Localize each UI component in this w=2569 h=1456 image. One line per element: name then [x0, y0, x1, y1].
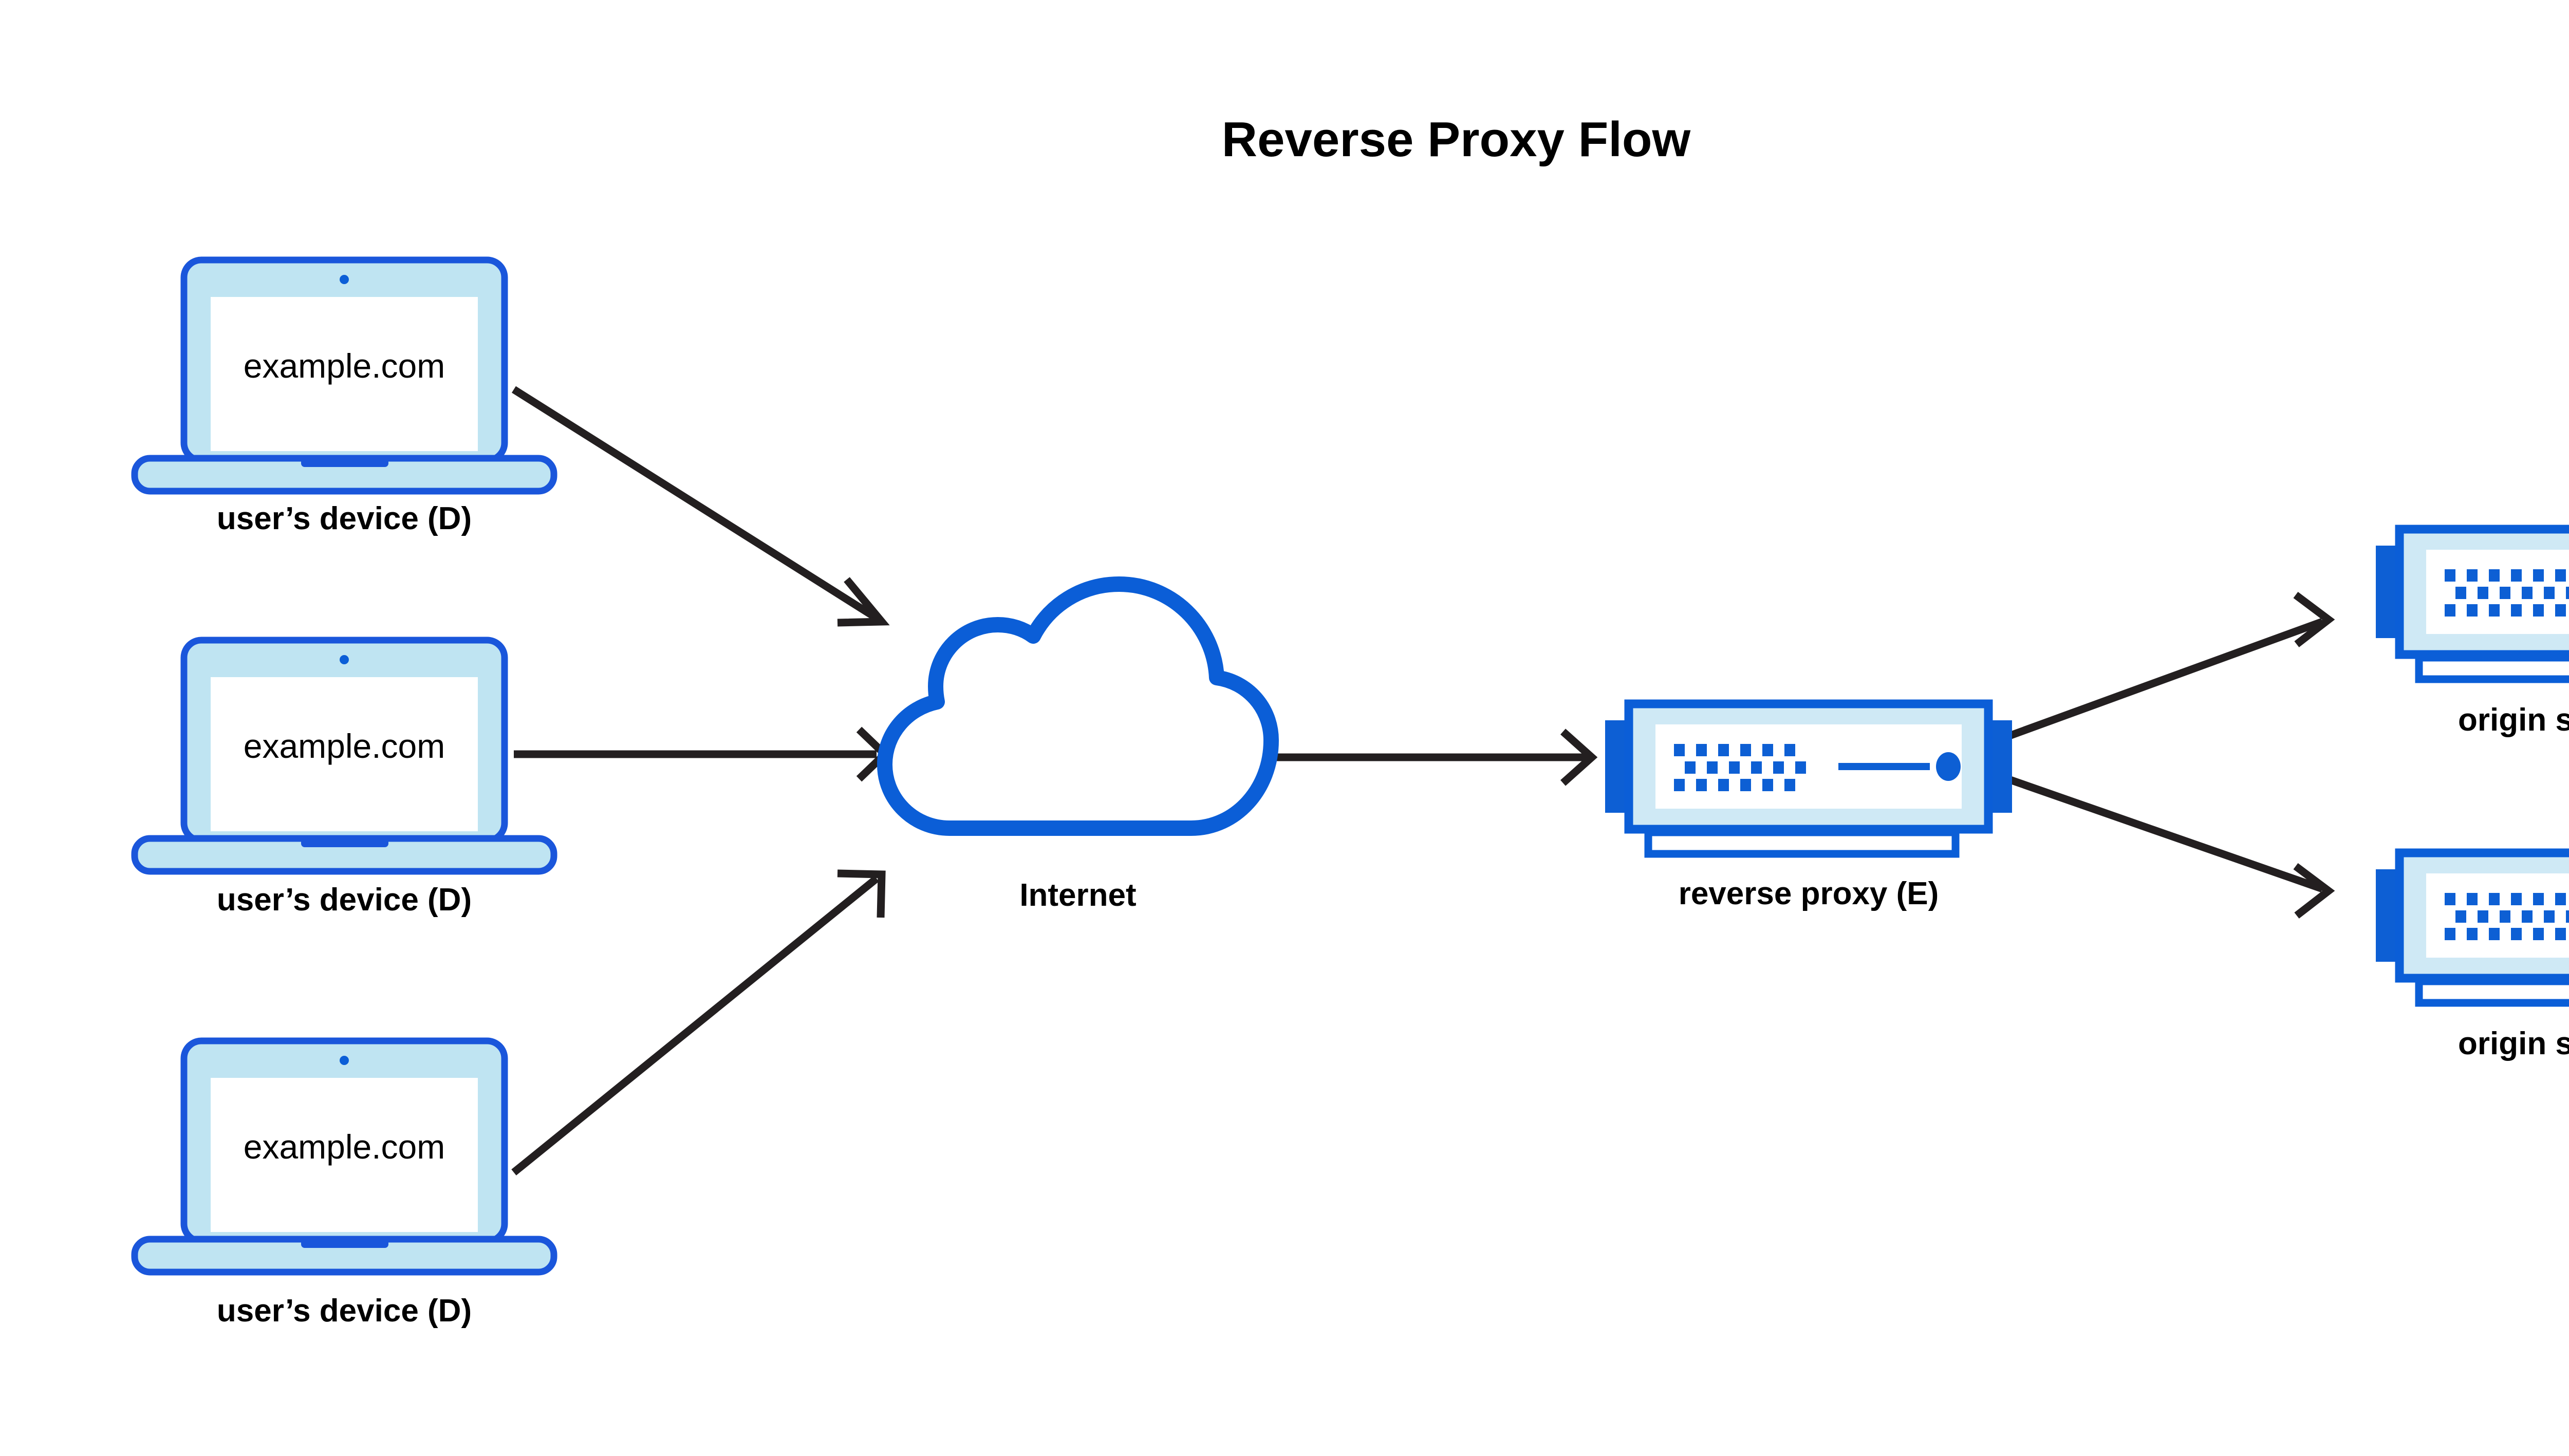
node-label-origin-server-2: origin server (F): [2458, 1026, 2569, 1061]
node-origin-server-2[interactable]: origin server (F): [2376, 853, 2569, 1061]
node-label-device-1: user’s device (D): [217, 501, 472, 536]
node-label-origin-server-1: origin server (F): [2458, 702, 2569, 738]
server-icon: [2376, 853, 2569, 1003]
arrowhead-icon: [2293, 863, 2335, 919]
arrow-icon: [511, 875, 879, 1175]
laptop-screen-text: example.com: [244, 727, 445, 765]
node-origin-server-1[interactable]: origin server (F): [2376, 529, 2569, 738]
node-label-device-2: user’s device (D): [217, 882, 472, 918]
arrowhead-icon: [2293, 592, 2335, 647]
node-reverse-proxy[interactable]: reverse proxy (E): [1605, 704, 2012, 911]
edge-device2-to-internet: [514, 726, 890, 782]
node-device-3[interactable]: example.com user’s device (D): [135, 1041, 554, 1329]
node-label-device-3: user’s device (D): [217, 1293, 472, 1329]
edge-proxy-to-origin2: [1994, 771, 2335, 919]
cloud-icon: [877, 576, 1279, 836]
node-device-2[interactable]: example.com user’s device (D): [135, 640, 554, 918]
laptop-screen-text: example.com: [244, 1128, 445, 1166]
edge-device1-to-internet: [512, 386, 890, 627]
node-label-internet: Internet: [1019, 878, 1136, 913]
edge-device3-to-internet: [511, 869, 886, 1175]
node-device-1[interactable]: example.com user’s device (D): [135, 260, 554, 536]
arrowhead-icon: [1560, 729, 1598, 786]
arrow-icon: [1994, 771, 2324, 893]
arrowhead-icon: [837, 577, 890, 627]
edge-internet-to-proxy: [1233, 729, 1598, 786]
laptop-screen-text: example.com: [244, 347, 445, 385]
node-label-reverse-proxy: reverse proxy (E): [1679, 876, 1939, 911]
arrow-icon: [512, 386, 879, 622]
node-internet[interactable]: Internet: [877, 576, 1279, 913]
edge-proxy-to-origin1: [1994, 592, 2335, 745]
arrowhead-icon: [837, 869, 886, 918]
server-icon: [1605, 704, 2012, 854]
page-title: Reverse Proxy Flow: [1222, 112, 1691, 167]
arrow-icon: [1994, 618, 2324, 745]
server-icon: [2376, 529, 2569, 679]
